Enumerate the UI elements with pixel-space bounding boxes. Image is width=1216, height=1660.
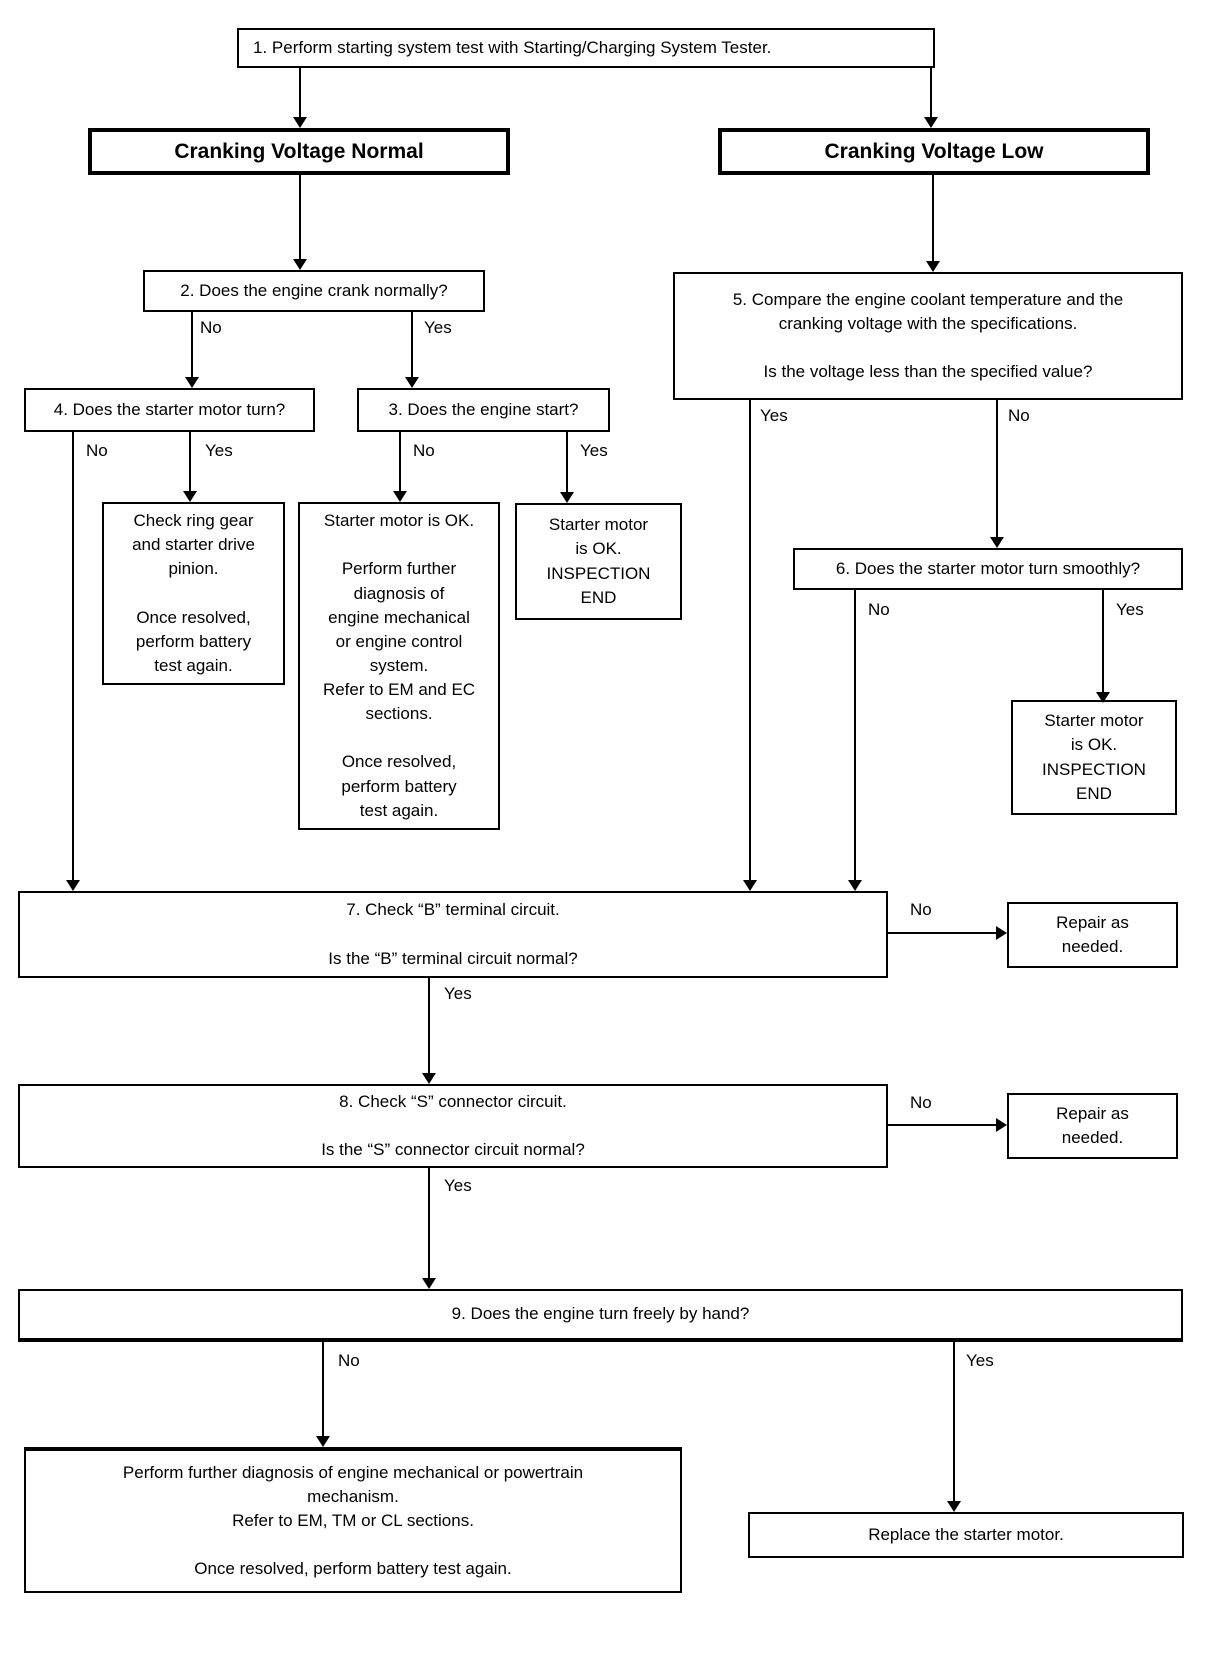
node-step8: 8. Check “S” connector circuit. Is the “… bbox=[18, 1084, 888, 1168]
arrowhead-to-step3 bbox=[405, 377, 419, 388]
node-step2: 2. Does the engine crank normally? bbox=[143, 270, 485, 312]
node-inspection-end-right: Starter motor is OK. INSPECTION END bbox=[1011, 700, 1177, 815]
edge-label-step6-yes: Yes bbox=[1116, 600, 1144, 619]
node-step7: 7. Check “B” terminal circuit. Is the “B… bbox=[18, 891, 888, 978]
connector-step7-no bbox=[888, 932, 996, 934]
node-step6: 6. Does the starter motor turn smoothly? bbox=[793, 548, 1183, 590]
node-repair-b-terminal: Repair as needed. bbox=[1007, 902, 1178, 968]
arrowhead-to-low bbox=[924, 117, 938, 128]
edge-label-step9-no: No bbox=[338, 1351, 360, 1370]
connector-step4-yes bbox=[189, 432, 191, 491]
arrowhead-to-step6 bbox=[990, 537, 1004, 548]
node-repair-s-connector: Repair as needed. bbox=[1007, 1093, 1178, 1159]
edge-label-step2-no: No bbox=[200, 318, 222, 337]
connector-step2-no bbox=[191, 312, 193, 377]
arrowhead-to-repair-b bbox=[996, 926, 1007, 940]
connector-step1-to-normal bbox=[299, 68, 301, 117]
connector-step9-no bbox=[322, 1342, 324, 1436]
node-branch-cranking-voltage-normal: Cranking Voltage Normal bbox=[88, 128, 510, 175]
connector-step9-yes bbox=[953, 1342, 955, 1501]
connector-step6-no bbox=[854, 590, 856, 880]
arrowhead-to-step5 bbox=[926, 261, 940, 272]
edge-label-step4-yes: Yes bbox=[205, 441, 233, 460]
node-step3: 3. Does the engine start? bbox=[357, 388, 610, 432]
node-starter-ok-diagnose: Starter motor is OK. Perform further dia… bbox=[298, 502, 500, 830]
edge-label-step8-no: No bbox=[910, 1093, 932, 1112]
arrowhead-step6no-to-step7 bbox=[848, 880, 862, 891]
arrowhead-to-step8 bbox=[422, 1073, 436, 1084]
connector-step8-no bbox=[888, 1124, 996, 1126]
edge-label-step7-yes: Yes bbox=[444, 984, 472, 1003]
connector-step2-yes bbox=[411, 312, 413, 377]
edge-label-step6-no: No bbox=[868, 600, 890, 619]
node-step1: 1. Perform starting system test with Sta… bbox=[237, 28, 935, 68]
node-inspection-end-left: Starter motor is OK. INSPECTION END bbox=[515, 503, 682, 620]
arrowhead-to-inspection-end-left bbox=[560, 492, 574, 503]
arrowhead-to-replace-starter bbox=[947, 1501, 961, 1512]
arrowhead-step5yes-to-step7 bbox=[743, 880, 757, 891]
edge-label-step5-no: No bbox=[1008, 406, 1030, 425]
arrowhead-to-check-ring-gear bbox=[183, 491, 197, 502]
node-step4: 4. Does the starter motor turn? bbox=[24, 388, 315, 432]
edge-label-step4-no: No bbox=[86, 441, 108, 460]
arrowhead-to-step2 bbox=[293, 259, 307, 270]
connector-step3-no bbox=[399, 432, 401, 491]
arrowhead-to-step9 bbox=[422, 1278, 436, 1289]
arrowhead-to-diagnose-mechanical bbox=[316, 1436, 330, 1447]
connector-step5-yes bbox=[749, 400, 751, 880]
edge-label-step3-no: No bbox=[413, 441, 435, 460]
edge-label-step9-yes: Yes bbox=[966, 1351, 994, 1370]
arrowhead-to-step4 bbox=[185, 377, 199, 388]
edge-label-step7-no: No bbox=[910, 900, 932, 919]
arrowhead-step4no-to-step7 bbox=[66, 880, 80, 891]
arrowhead-to-normal bbox=[293, 117, 307, 128]
connector-step1-to-low bbox=[930, 68, 932, 117]
node-branch-cranking-voltage-low: Cranking Voltage Low bbox=[718, 128, 1150, 175]
arrowhead-to-inspection-end-right bbox=[1096, 692, 1110, 703]
edge-label-step3-yes: Yes bbox=[580, 441, 608, 460]
node-step9: 9. Does the engine turn freely by hand? bbox=[18, 1289, 1183, 1342]
connector-step3-yes bbox=[566, 432, 568, 492]
node-check-ring-gear: Check ring gear and starter drive pinion… bbox=[102, 502, 285, 685]
connector-step5-no bbox=[996, 400, 998, 537]
connector-step8-yes bbox=[428, 1168, 430, 1278]
edge-label-step2-yes: Yes bbox=[424, 318, 452, 337]
connector-low-to-step5 bbox=[932, 175, 934, 261]
arrowhead-to-starter-ok-diagnose bbox=[393, 491, 407, 502]
node-diagnose-mechanical: Perform further diagnosis of engine mech… bbox=[24, 1447, 682, 1593]
connector-step6-yes bbox=[1102, 590, 1104, 692]
node-step5: 5. Compare the engine coolant temperatur… bbox=[673, 272, 1183, 400]
edge-label-step5-yes: Yes bbox=[760, 406, 788, 425]
connector-normal-to-step2 bbox=[299, 175, 301, 259]
node-replace-starter-motor: Replace the starter motor. bbox=[748, 1512, 1184, 1558]
connector-step4-no bbox=[72, 432, 74, 880]
arrowhead-to-repair-s bbox=[996, 1118, 1007, 1132]
edge-label-step8-yes: Yes bbox=[444, 1176, 472, 1195]
connector-step7-yes bbox=[428, 978, 430, 1073]
